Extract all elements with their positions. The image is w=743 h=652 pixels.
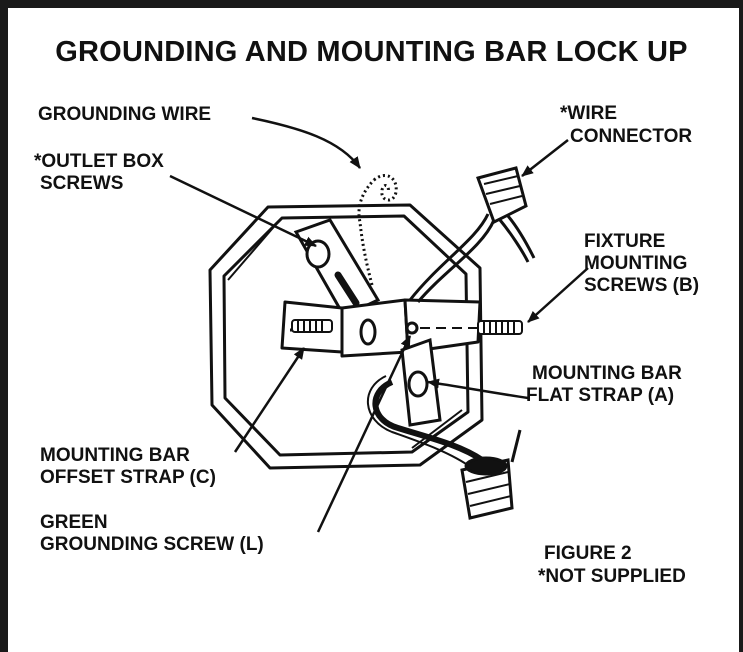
supply-wires-bottom — [367, 375, 522, 469]
label-outlet-box-screws-line2: SCREWS — [40, 173, 124, 194]
leader-lines — [169, 116, 589, 533]
label-fixture-screws-line3: SCREWS (B) — [584, 275, 700, 296]
leader-outlet-box-screws — [169, 174, 317, 248]
label-wire-connector-line1: *WIRE — [560, 103, 617, 124]
label-grounding-screw-line2: GROUNDING SCREW (L) — [40, 534, 264, 555]
page-title: GROUNDING AND MOUNTING BAR LOCK UP — [55, 36, 688, 68]
label-offset-strap-line1: MOUNTING BAR — [40, 445, 190, 466]
label-grounding-screw-line1: GREEN — [40, 512, 108, 533]
leader-grounding-wire — [251, 116, 362, 169]
wire-connector-top — [476, 166, 528, 225]
label-offset-strap-line2: OFFSET STRAP (C) — [40, 467, 216, 488]
not-supplied-note: *NOT SUPPLIED — [538, 566, 686, 587]
grounding-wire — [357, 174, 398, 286]
label-flat-strap-line2: FLAT STRAP (A) — [526, 385, 675, 406]
label-outlet-box-screws-line1: *OUTLET BOX — [34, 151, 164, 172]
label-grounding-wire: GROUNDING WIRE — [38, 104, 212, 125]
label-flat-strap-line1: MOUNTING BAR — [532, 363, 682, 384]
label-wire-connector-line2: CONNECTOR — [570, 126, 693, 147]
grounding-screw-post — [400, 337, 442, 427]
label-fixture-screws-line1: FIXTURE — [584, 231, 666, 252]
leader-grounding-screw — [316, 335, 412, 533]
fixture-mounting-screw-right — [477, 320, 523, 335]
leader-wire-connector — [521, 139, 569, 177]
fixture-mounting-screw-left — [291, 319, 333, 333]
label-fixture-screws-line2: MOUNTING — [584, 253, 688, 274]
leader-flat-strap — [427, 378, 529, 400]
wire-connector-bottom — [460, 456, 514, 520]
supply-wires-top — [408, 213, 536, 303]
figure-number: FIGURE 2 — [544, 543, 632, 564]
leader-offset-strap — [233, 347, 306, 453]
leader-fixture-screws — [527, 267, 589, 323]
